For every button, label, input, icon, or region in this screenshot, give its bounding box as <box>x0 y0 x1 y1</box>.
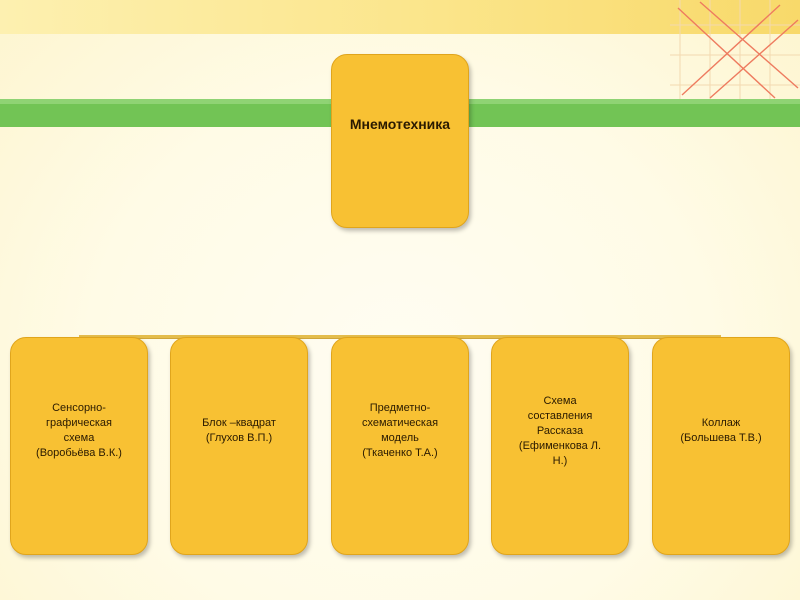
child-node-sensory-graphic-scheme: Сенсорно- графическая схема (Воробьёва В… <box>10 337 148 555</box>
top-band <box>0 0 800 34</box>
crossed-lines-decoration <box>670 0 800 100</box>
connector-line <box>79 335 721 338</box>
child-node-label: Схема составления Рассказа (Ефименкова Л… <box>518 394 602 467</box>
child-node-label: Блок –квадрат (Глухов В.П.) <box>202 417 276 444</box>
root-node-label: Мнемотехника <box>349 116 451 132</box>
child-node-label: Сенсорно- графическая схема (Воробьёва В… <box>36 402 122 459</box>
child-node-story-scheme: Схема составления Рассказа (Ефименкова Л… <box>491 337 629 555</box>
child-node-subject-schematic-model: Предметно- схематическая модель (Ткаченк… <box>331 337 469 555</box>
root-node-mnemotechnics: Мнемотехника <box>331 54 469 228</box>
child-node-block-square: Блок –квадрат (Глухов В.П.) <box>170 337 308 555</box>
child-node-label: Коллаж (Большева Т.В.) <box>680 417 762 444</box>
child-node-collage: Коллаж (Большева Т.В.) <box>652 337 790 555</box>
child-node-label: Предметно- схематическая модель (Ткаченк… <box>361 402 439 459</box>
